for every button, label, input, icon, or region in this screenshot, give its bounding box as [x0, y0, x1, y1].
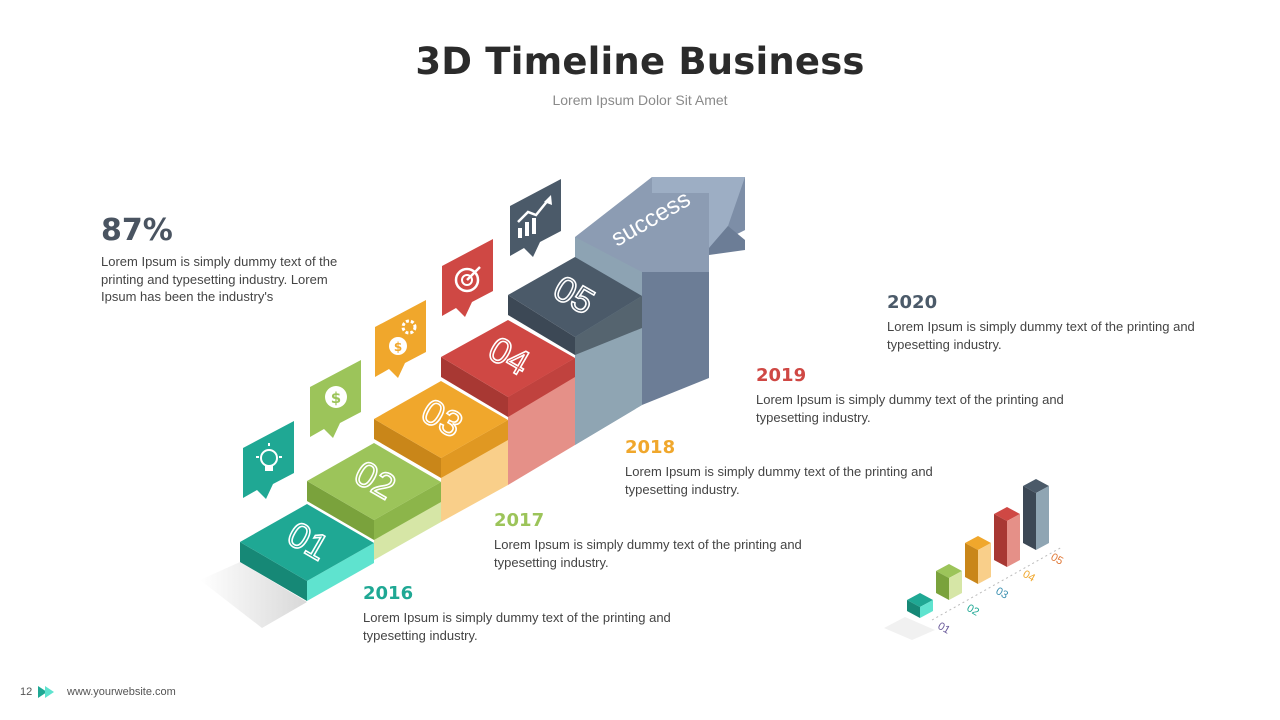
- mini-label-04: 04: [1021, 568, 1038, 585]
- gear-dollar-icon: $: [375, 300, 426, 378]
- mini-label-01: 01: [936, 620, 953, 637]
- step-02: 02: [307, 443, 441, 560]
- mini-label-05: 05: [1049, 551, 1066, 568]
- event-2020-year: 2020: [887, 292, 938, 313]
- step-04: 04: [441, 320, 575, 485]
- event-2016-year: 2016: [363, 583, 414, 604]
- event-2019-year: 2019: [756, 365, 807, 386]
- mini-label-02: 02: [965, 602, 982, 619]
- page-title: 3D Timeline Business: [415, 40, 865, 83]
- mini-bar-04: [994, 507, 1020, 567]
- event-2018-year: 2018: [625, 437, 676, 458]
- mini-bar-02: [936, 564, 962, 600]
- event-2017-text: Lorem Ipsum is simply dummy text of the …: [494, 537, 802, 570]
- event-2016-text: Lorem Ipsum is simply dummy text of the …: [363, 610, 671, 643]
- stat-value: 87%: [101, 213, 173, 248]
- step-03: 03: [374, 381, 508, 522]
- target-icon: [442, 239, 493, 317]
- step-01: 01: [240, 504, 374, 601]
- lightbulb-icon: [243, 421, 294, 499]
- step-05: 05: [508, 257, 642, 445]
- svg-text:$: $: [394, 340, 402, 354]
- mini-bar-05: [1023, 479, 1049, 550]
- page-subtitle: Lorem Ipsum Dolor Sit Amet: [552, 92, 728, 108]
- website-link[interactable]: www.yourwebsite.com: [67, 686, 176, 698]
- event-2019-text: Lorem Ipsum is simply dummy text of the …: [756, 392, 1064, 425]
- page-number: 12: [20, 686, 33, 698]
- mini-bar-03: [965, 536, 991, 584]
- dollar-icon: $: [310, 360, 361, 438]
- event-2017-year: 2017: [494, 510, 545, 531]
- floor-shadow: [200, 562, 307, 628]
- svg-text:$: $: [331, 389, 341, 407]
- event-2020-text: Lorem Ipsum is simply dummy text of the …: [887, 319, 1195, 352]
- mini-chart: 01 02 03 04 05: [884, 479, 1065, 640]
- footer-arrow-icon: [38, 686, 54, 698]
- event-2018-text: Lorem Ipsum is simply dummy text of the …: [625, 464, 933, 497]
- growth-chart-icon: [510, 179, 561, 257]
- stat-description: Lorem Ipsum is simply dummy text of the …: [101, 254, 338, 304]
- mini-label-03: 03: [994, 585, 1011, 602]
- mini-bar-01: [907, 593, 933, 618]
